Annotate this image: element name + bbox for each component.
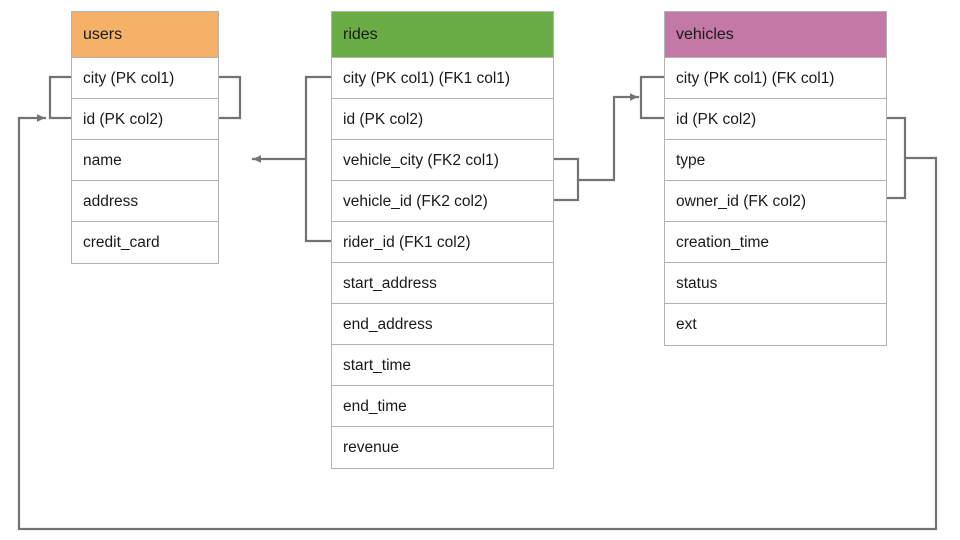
connector-vehicles-right-bracket [885,116,907,200]
table-row[interactable]: name [72,140,218,181]
connector-rides-fk1-bracket [304,75,333,243]
table-row[interactable]: start_time [332,345,553,386]
table-row[interactable]: start_address [332,263,553,304]
table-row[interactable]: credit_card [83,234,160,251]
table-row[interactable]: revenue [343,439,400,456]
table-row[interactable]: rider_id (FK1 col2) [332,222,553,263]
table-row[interactable]: type [665,140,886,181]
connector-users-right-bracket [217,75,242,120]
table-header-rides: rides [332,12,553,58]
table-row[interactable]: id (PK col2) [72,99,218,140]
table-row[interactable]: status [665,263,886,304]
table-row[interactable]: vehicle_id (FK2 col2) [332,181,553,222]
entity-table-rides[interactable]: rides city (PK col1) (FK1 col1) id (PK c… [331,11,554,469]
table-row[interactable]: end_address [332,304,553,345]
entity-table-users[interactable]: users city (PK col1) id (PK col2) name a… [71,11,219,264]
table-row[interactable]: owner_id (FK col2) [665,181,886,222]
table-row[interactable]: address [72,181,218,222]
table-row[interactable]: id (PK col2) [332,99,553,140]
table-row[interactable]: id (PK col2) [665,99,886,140]
connector-rides-fk2-bracket [552,157,580,202]
table-row[interactable]: end_time [332,386,553,427]
table-row[interactable]: city (PK col1) (FK1 col1) [332,58,553,99]
table-header-vehicles: vehicles [665,12,886,58]
table-row[interactable]: city (PK col1) (FK col1) [665,58,886,99]
connector-rides-fk2-to-vehicles [576,93,640,182]
table-row[interactable]: vehicle_city (FK2 col1) [332,140,553,181]
table-row[interactable]: creation_time [665,222,886,263]
table-row[interactable]: ext [676,316,697,333]
connector-vehicles-left-bracket [639,75,666,120]
connector-users-left-bracket [48,75,73,120]
table-header-users: users [72,12,218,58]
entity-table-vehicles[interactable]: vehicles city (PK col1) (FK col1) id (PK… [664,11,887,346]
table-row[interactable]: city (PK col1) [72,58,218,99]
